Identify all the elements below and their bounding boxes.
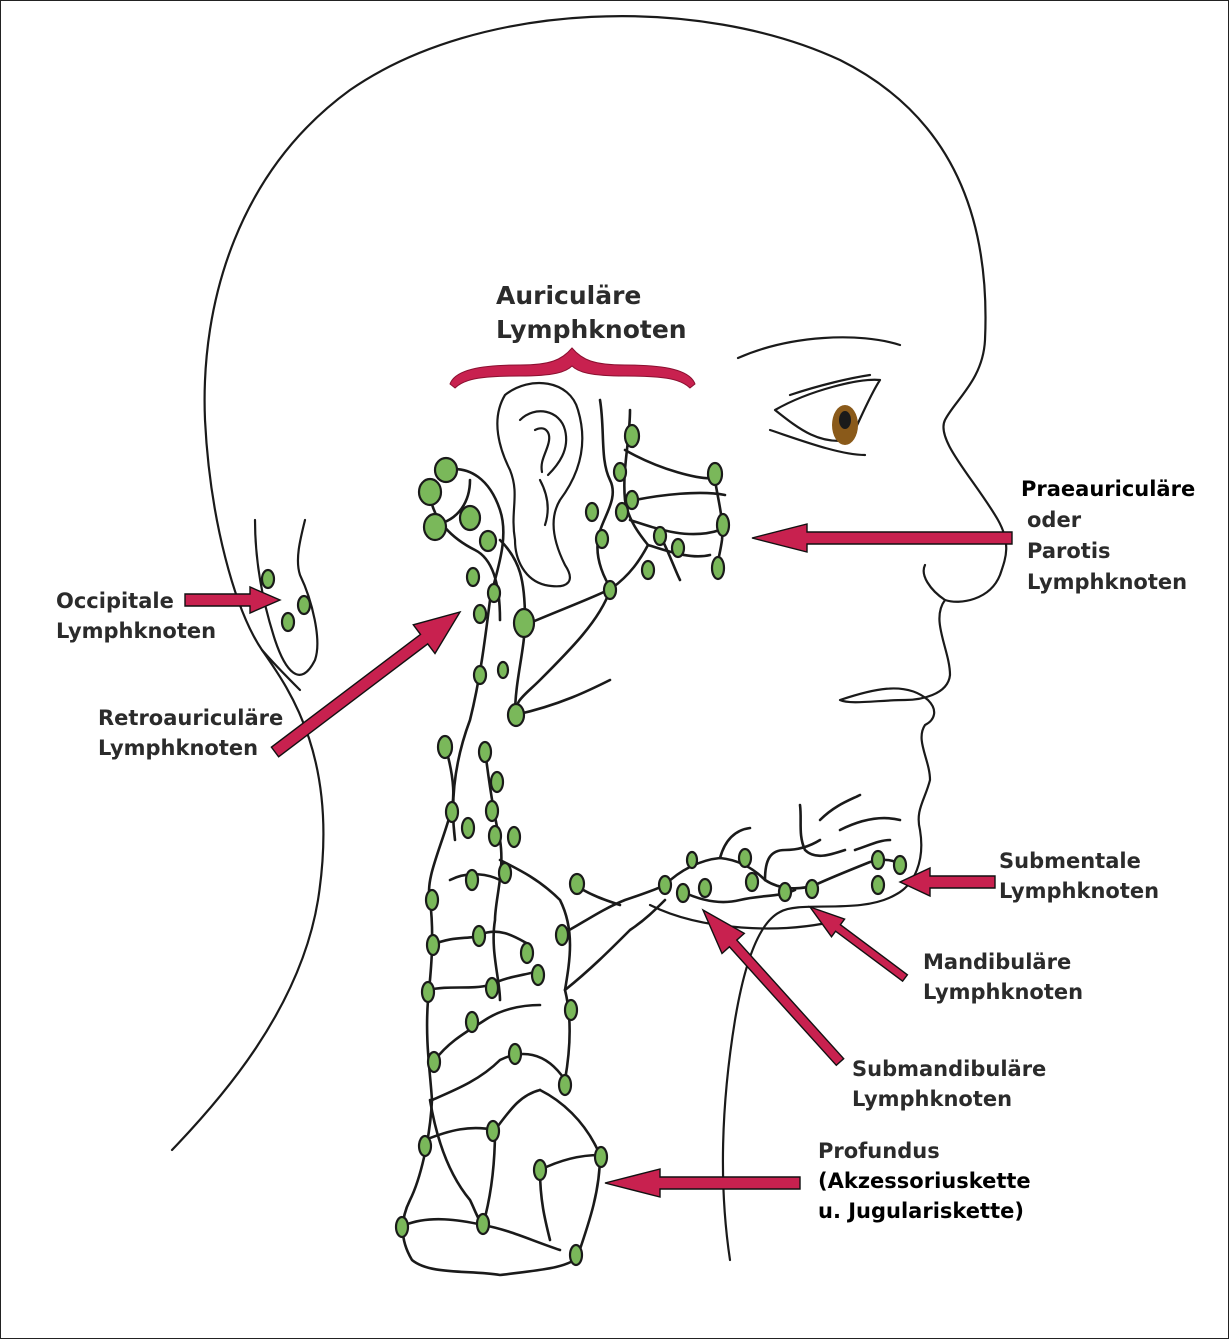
lymph-node-icon — [532, 965, 544, 985]
lymph-node-icon — [739, 849, 751, 867]
lymph-node-icon — [699, 879, 711, 897]
lymph-node-icon — [422, 982, 434, 1002]
lymph-node-icon — [467, 568, 479, 586]
lymph-node-icon — [477, 1214, 489, 1234]
lymph-node-icon — [262, 570, 274, 588]
lymph-node-icon — [491, 772, 503, 792]
lymph-node-icon — [708, 463, 722, 485]
lymph-node-icon — [424, 514, 446, 540]
lymph-node-icon — [466, 1012, 478, 1032]
label-retroauriculaere: Retroauriculäre Lymphknoten — [98, 703, 283, 763]
arrow-submandibulaere — [703, 910, 844, 1065]
lymph-node-icon — [717, 514, 729, 536]
lymph-node-icon — [419, 1136, 431, 1156]
lymph-node-icon — [474, 605, 486, 623]
arrow-retroauriculaere — [271, 612, 460, 757]
lymph-node-icon — [570, 1245, 582, 1265]
label-occipitale: Occipitale Lymphknoten — [56, 586, 216, 646]
lymph-node-icon — [487, 1121, 499, 1141]
lymph-node-icon — [427, 935, 439, 955]
lymph-node-icon — [435, 458, 457, 482]
lymph-node-icon — [642, 561, 654, 579]
lymph-node-icon — [614, 463, 626, 481]
lymph-node-icon — [595, 1147, 607, 1167]
lymph-node-icon — [687, 852, 697, 868]
lymph-node-icon — [712, 557, 724, 579]
lymph-node-icon — [565, 1000, 577, 1020]
lymph-node-icon — [473, 926, 485, 946]
arrow-submentale — [900, 868, 995, 896]
lymph-node-icon — [872, 876, 884, 894]
lymph-node-icon — [480, 531, 496, 551]
lymph-node-icon — [604, 581, 616, 599]
curly-brace-icon — [450, 348, 695, 388]
label-submandibulaere: Submandibuläre Lymphknoten — [852, 1054, 1046, 1114]
lymph-node-icon — [534, 1160, 546, 1180]
lymph-node-icon — [894, 856, 906, 874]
lymph-node-icon — [596, 530, 608, 548]
lymph-node-icon — [428, 1052, 440, 1072]
lymph-node-icon — [806, 880, 818, 898]
lymph-node-icon — [872, 851, 884, 869]
arrow-mandibulaere — [810, 907, 907, 981]
lymph-node-icon — [659, 876, 671, 894]
lymph-node-icon — [508, 704, 524, 726]
lymph-node-icon — [282, 613, 294, 631]
lymph-node-icon — [460, 506, 480, 530]
lymph-node-icon — [298, 596, 310, 614]
lymph-node-icon — [556, 925, 568, 945]
label-mandibulaere: Mandibuläre Lymphknoten — [923, 947, 1083, 1007]
lymph-node-icon — [499, 863, 511, 883]
lymph-node-icon — [446, 802, 458, 822]
lymph-node-icon — [426, 890, 438, 910]
lymph-node-icon — [474, 666, 486, 684]
lymph-node-icon — [462, 818, 474, 838]
lymph-node-icon — [586, 503, 598, 521]
lymph-node-icon — [438, 736, 452, 758]
label-submentale: Submentale Lymphknoten — [999, 846, 1159, 906]
lymph-node-icon — [509, 1044, 521, 1064]
lymph-node-icon — [489, 826, 501, 846]
label-auriculaere: Auriculäre Lymphknoten — [496, 279, 687, 347]
lymph-node-icon — [479, 742, 491, 762]
eye-icon — [738, 337, 900, 455]
lymph-node-icon — [396, 1217, 408, 1237]
lymph-node-icon — [559, 1075, 571, 1095]
lymph-node-icon — [514, 609, 534, 637]
lymph-node-icon — [616, 503, 628, 521]
lymph-node-icon — [466, 870, 478, 890]
lymph-node-icon — [486, 801, 498, 821]
lymph-node-icon — [521, 943, 533, 963]
lymph-node-icon — [488, 584, 500, 602]
lymph-node-icon — [625, 425, 639, 447]
label-praeauriculaere: Praeauriculäre oder Parotis Lymphknoten — [1021, 474, 1195, 598]
label-profundus: Profundus (Akzessoriuskette u. Jugularis… — [818, 1136, 1031, 1226]
lymph-node-icon — [419, 479, 441, 505]
arrow-profundus — [605, 1169, 800, 1197]
lymph-node-icon — [746, 873, 758, 891]
arrow-praeauriculaere — [752, 524, 1012, 552]
lymph-node-icon — [677, 884, 689, 902]
lymph-node-icon — [508, 827, 520, 847]
lymph-node-icon — [570, 874, 584, 894]
lymph-node-icon — [486, 978, 498, 998]
lymph-node-icon — [654, 527, 666, 545]
lymph-node-icon — [498, 662, 508, 678]
ear — [497, 383, 582, 586]
lymph-node-icon — [779, 883, 791, 901]
lymph-node-icon — [672, 539, 684, 557]
